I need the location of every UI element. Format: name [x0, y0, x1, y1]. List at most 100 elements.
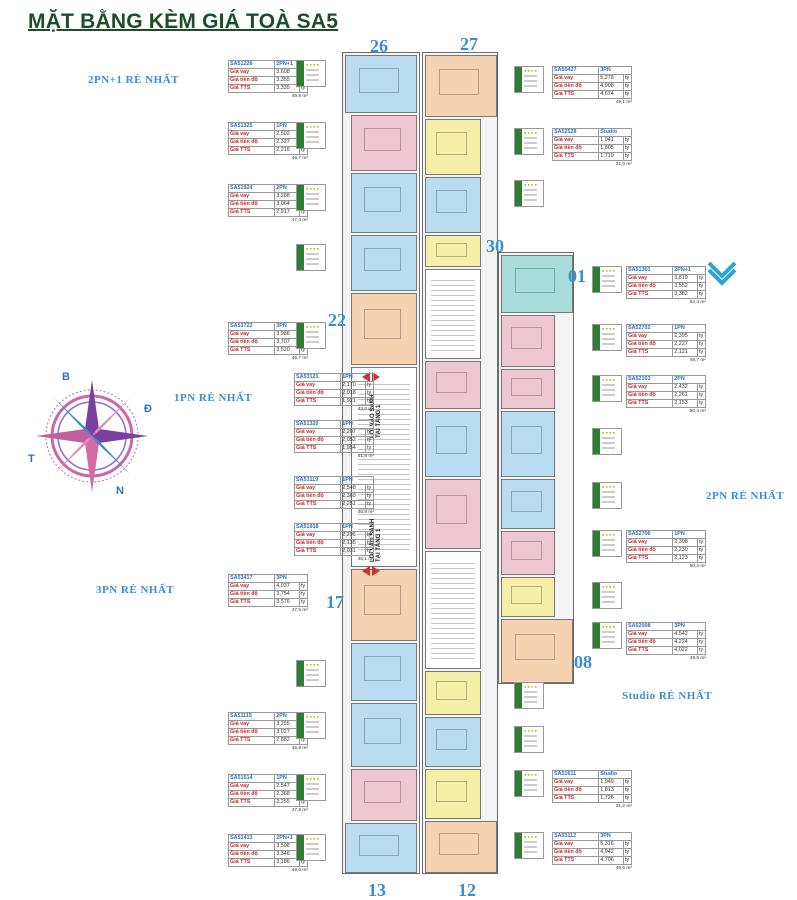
price-label-progress: Giá tiến độ — [227, 850, 276, 859]
price-unit: tỷ — [299, 582, 308, 591]
price-unit: tỷ — [623, 144, 632, 153]
unit-tag: ● ● ● ● — [592, 428, 622, 455]
unit-24[interactable] — [351, 173, 417, 233]
price-unit: tỷ — [697, 340, 706, 349]
price-unit: tỷ — [365, 444, 374, 453]
unit-tag: ● ● ● ● — [296, 774, 326, 801]
unit-22[interactable] — [351, 293, 417, 365]
price-label-early: Giá TTS — [293, 444, 342, 453]
price-label-progress: Giá tiến độ — [551, 786, 600, 795]
apartment-type: 1PN — [340, 373, 374, 382]
unit-tag: ● ● ● ● — [514, 770, 544, 797]
unit-14[interactable] — [351, 769, 417, 821]
elevator-core-bottom — [425, 551, 481, 669]
price-progress: 3,754 — [274, 590, 300, 599]
unit-20[interactable] — [425, 411, 481, 477]
unit-04[interactable] — [501, 411, 555, 477]
price-unit: tỷ — [697, 554, 706, 563]
apartment-area: 46,1 m² — [357, 557, 374, 562]
unit-09[interactable] — [425, 769, 481, 819]
apartment-area: 49,5 m² — [689, 656, 706, 661]
apartment-type: 3PN — [598, 832, 632, 841]
unit-13[interactable] — [345, 823, 417, 873]
unit-06[interactable] — [501, 531, 555, 575]
price-loan: 1,949 — [598, 778, 624, 787]
price-unit: tỷ — [623, 152, 632, 161]
unit-17[interactable] — [351, 569, 417, 641]
apartment-type: 1PN — [672, 530, 706, 539]
unit-07[interactable] — [501, 577, 555, 617]
price-label-loan: Giá vay — [227, 130, 276, 139]
chevron-down-icon[interactable] — [706, 258, 738, 288]
price-label-progress: Giá tiến độ — [625, 638, 674, 647]
price-unit: tỷ — [365, 531, 374, 540]
price-early: 2,121 — [672, 348, 698, 357]
apartment-code: SA53722 — [227, 322, 276, 331]
unit-01[interactable] — [501, 255, 573, 313]
unit-16[interactable] — [351, 643, 417, 701]
price-label-progress: Giá tiến độ — [227, 790, 276, 799]
unit-29[interactable] — [425, 177, 481, 233]
price-label-early: Giá TTS — [227, 346, 276, 355]
apartment-area: 46,7 m² — [291, 156, 308, 161]
entrance-arrow-right-icon — [372, 566, 380, 576]
unit-25[interactable] — [351, 115, 417, 171]
unit-28[interactable] — [425, 119, 481, 175]
price-label-progress: Giá tiến độ — [227, 590, 276, 599]
unit-08[interactable] — [501, 619, 573, 683]
unit-15[interactable] — [351, 703, 417, 767]
apartment-type: 1PN — [340, 523, 374, 532]
unit-23[interactable] — [351, 235, 417, 291]
price-loan: 2,207 — [340, 428, 366, 437]
apartment-type: 1PN — [340, 420, 374, 429]
price-label-loan: Giá vay — [293, 531, 342, 540]
unit-tag: ● ● ● ● — [592, 622, 622, 649]
unit-21[interactable] — [425, 361, 481, 409]
apartment-code: SA52103 — [625, 375, 674, 384]
price-label-early: Giá TTS — [227, 146, 276, 155]
unit-10[interactable] — [425, 717, 481, 767]
unit-19[interactable] — [425, 479, 481, 549]
tower-number-22: 22 — [328, 310, 346, 330]
price-label-loan: Giá vay — [625, 630, 674, 639]
unit-02[interactable] — [501, 315, 555, 367]
apartment-code: SA53119 — [293, 476, 342, 485]
unit-27[interactable] — [425, 55, 497, 117]
apartment-code: SA51325 — [227, 122, 276, 131]
price-label-loan: Giá vay — [227, 192, 276, 201]
unit-11[interactable] — [425, 671, 481, 715]
price-loan: 1,941 — [598, 136, 624, 145]
unit-30[interactable] — [425, 235, 481, 267]
unit-tag: ● ● ● ● — [592, 582, 622, 609]
unit-12[interactable] — [425, 821, 497, 873]
price-unit: tỷ — [623, 856, 632, 865]
price-label-loan: Giá vay — [551, 778, 600, 787]
apartment-area: 50,2 m² — [689, 564, 706, 569]
price-label-loan: Giá vay — [625, 383, 674, 392]
unit-03[interactable] — [501, 369, 555, 409]
unit-26[interactable] — [345, 55, 417, 113]
unit-05[interactable] — [501, 479, 555, 529]
